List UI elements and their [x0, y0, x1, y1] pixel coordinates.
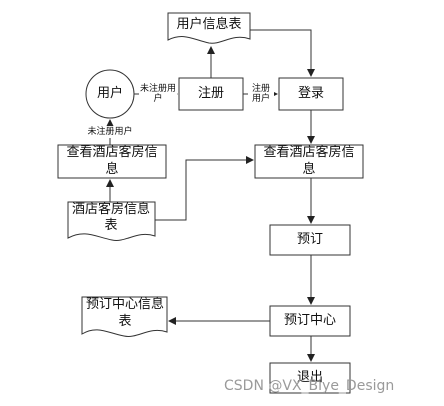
user-label: 用户 [96, 85, 123, 101]
hotel-room-info-label: 酒店客房信息表 [71, 201, 150, 233]
book-box [269, 224, 351, 256]
user-info-table-shape [167, 12, 251, 44]
register-label: 注册 [197, 85, 224, 101]
watermark: CSDN @VX_Biye_Design [224, 378, 395, 394]
logout-label: 退出 [296, 369, 323, 385]
register-box [178, 77, 244, 111]
booking-center-label: 预订中心 [283, 312, 336, 328]
view-rooms-left-box [57, 144, 167, 179]
edge-label-registered-user: 注册用户 [248, 80, 274, 108]
view-rooms-right-box [254, 144, 364, 179]
hotel-room-info-shape [67, 201, 156, 241]
booking-center-info-shape [81, 296, 168, 337]
logout-box [269, 362, 351, 394]
edge-info-table-to-login [250, 29, 315, 77]
booking-center-info-label: 预订中心信息表 [86, 297, 165, 329]
edge-room-info-to-view-right [155, 156, 254, 221]
view-rooms-left-label: 查看酒店客房信息 [66, 145, 158, 177]
login-box [278, 77, 344, 111]
edge-label-unregistered-user-right: 未注册用户 [139, 80, 177, 108]
edge-label-unregistered-user-below: 未注册用户 [72, 126, 148, 138]
view-rooms-right-label: 查看酒店客房信息 [263, 145, 355, 177]
booking-center-box [269, 305, 351, 337]
book-label: 预订 [296, 231, 323, 247]
login-label: 登录 [297, 85, 324, 101]
user-info-table-label: 用户信息表 [176, 16, 242, 32]
